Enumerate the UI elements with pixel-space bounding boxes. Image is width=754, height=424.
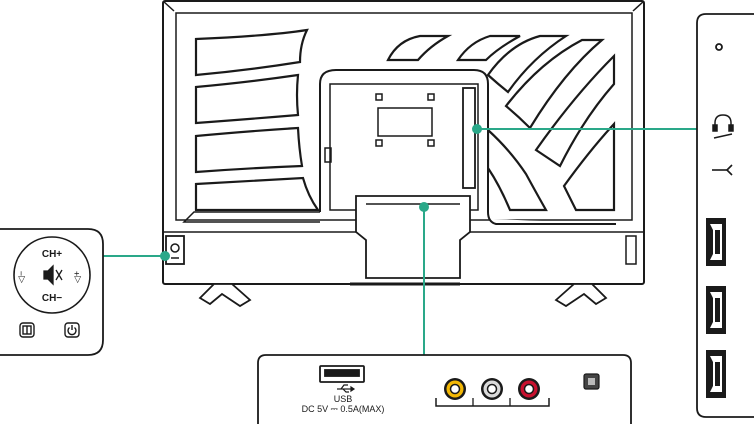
optical-audio-icon: [584, 374, 599, 389]
ch-down-label: CH−: [42, 293, 62, 304]
av-jack-video: [444, 378, 466, 400]
side-port-panel-detail: [697, 14, 754, 417]
control-panel-detail: CH+ CH− ◁− ◁+: [0, 229, 103, 355]
vol-down-label: ◁−: [16, 271, 26, 283]
hdmi-port-2: [706, 286, 726, 334]
tv-back-view: [163, 1, 644, 306]
hdmi-port-3: [706, 350, 726, 398]
ch-up-label: CH+: [42, 249, 62, 260]
av-jack-audio-left: [481, 378, 503, 400]
av-jack-audio-right: [518, 378, 540, 400]
usb-rating-label: DC 5V ⎓ 0.5A(MAX): [302, 404, 385, 414]
hdmi-port-1: [706, 218, 726, 266]
usb-label: USB: [334, 394, 353, 404]
bottom-port-panel-detail: USB DC 5V ⎓ 0.5A(MAX): [258, 355, 631, 424]
vol-up-label: ◁+: [72, 271, 82, 283]
tv-stand-feet: [200, 284, 606, 306]
tv-bottom-port-recess: [356, 196, 470, 278]
